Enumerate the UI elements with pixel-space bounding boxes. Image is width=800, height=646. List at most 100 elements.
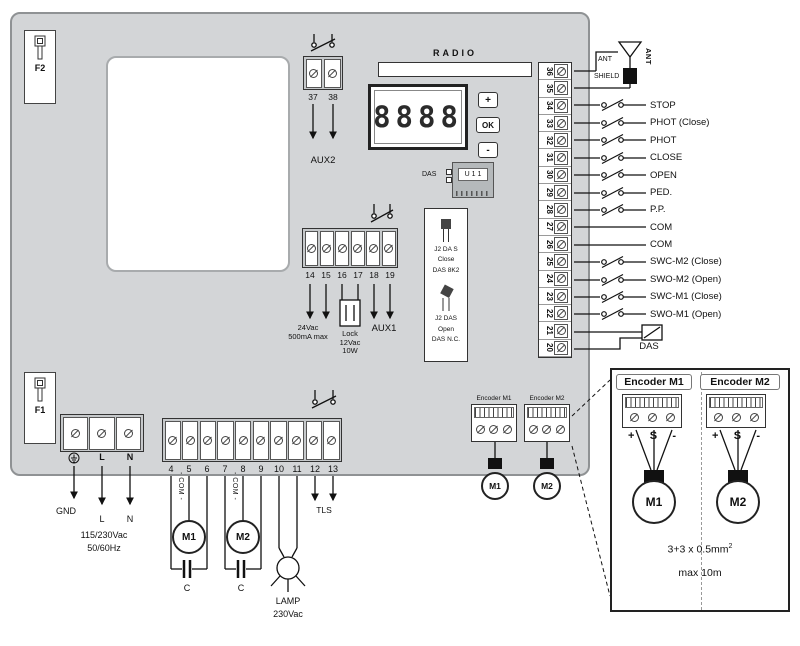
ant-label: ANT xyxy=(598,56,612,63)
motor-2-circle: M2 xyxy=(226,520,260,554)
terminal xyxy=(554,340,568,355)
connector-hatch xyxy=(474,407,514,418)
input-label: OPEN xyxy=(650,169,677,181)
encoder-m2-title: Encoder M2 xyxy=(700,374,780,390)
strip-terminal-row: 31 xyxy=(539,149,571,167)
screw-icon xyxy=(629,413,639,422)
cable-sleeve-icon xyxy=(728,470,748,483)
jumper-open-icon xyxy=(440,284,454,312)
screw-icon xyxy=(556,308,566,318)
terminal-number: 33 xyxy=(545,118,554,128)
input-label: COM xyxy=(650,239,673,250)
screw-icon xyxy=(306,243,316,253)
terminal-number: 37 xyxy=(308,92,318,102)
screw-icon xyxy=(70,428,80,438)
ok-button: OK xyxy=(476,117,500,133)
connector-screws xyxy=(527,420,567,439)
ant-vertical-label: ANT xyxy=(644,48,653,65)
screw-icon xyxy=(185,435,195,445)
cable-spec: 3+3 x 0.5mm2 xyxy=(610,543,790,556)
fuse-f1: F1 xyxy=(24,372,56,444)
screw-icon xyxy=(274,435,284,445)
terminal-number: 8 xyxy=(240,464,246,474)
encoder-m1-connector-label: Encoder M1 xyxy=(476,395,512,402)
aux2-terminal-numbers: 37 38 xyxy=(303,92,343,102)
terminal-number: 4 xyxy=(168,464,174,474)
strip-terminal-row: 28 xyxy=(539,201,571,219)
screw-icon xyxy=(337,243,347,253)
transformer-cover xyxy=(106,56,290,272)
jumper-top-text-3: DAS 8K2 xyxy=(432,266,460,274)
tls-arrows xyxy=(311,476,337,502)
neutral-label: N xyxy=(126,514,134,524)
terminal-number: 16 xyxy=(337,270,347,280)
terminal-number: 6 xyxy=(204,464,210,474)
fuse-icon xyxy=(34,377,46,402)
terminal xyxy=(199,420,216,460)
power-terminal-block xyxy=(60,414,144,452)
shield-label: SHIELD xyxy=(594,73,620,80)
terminal-number: 22 xyxy=(545,308,554,318)
24vac-line2: 500mA max xyxy=(288,331,328,341)
terminal-number: 25 xyxy=(545,256,554,266)
radio-label: RADIO xyxy=(433,48,477,58)
screw-icon xyxy=(476,425,486,434)
terminal-number: 32 xyxy=(545,135,554,145)
jumper-closed-icon xyxy=(441,219,451,242)
terminal-number: 29 xyxy=(545,187,554,197)
m2-com-label: - COM - xyxy=(231,472,238,501)
terminal-number: 19 xyxy=(385,270,395,280)
strip-terminal-row: 25 xyxy=(539,253,571,271)
input-label: PED. xyxy=(650,187,673,199)
encoder-m2-connector-label: Encoder M2 xyxy=(529,395,565,402)
jumper-top-text-1: J2 DA S xyxy=(434,246,458,253)
encoder-m1-polarity: + S - xyxy=(622,430,682,442)
screw-icon xyxy=(713,413,723,422)
mid-terminal-block xyxy=(302,228,398,268)
lock-line2: 12Vac xyxy=(339,337,361,347)
minus-button: - xyxy=(478,142,498,158)
terminal-number: 15 xyxy=(321,270,331,280)
connector-screws xyxy=(474,420,514,439)
jumper-top-text-2: Close xyxy=(437,256,455,264)
strip-terminal-row: 32 xyxy=(539,132,571,150)
connector-hatch xyxy=(625,397,679,408)
display-digits: 8888 xyxy=(373,90,462,144)
terminal xyxy=(554,64,568,79)
terminal xyxy=(554,185,568,200)
tls-label: TLS xyxy=(316,505,332,515)
encoder-m2-polarity: + S - xyxy=(706,430,766,442)
terminal-number: 11 xyxy=(292,464,302,474)
screw-icon xyxy=(124,428,134,438)
strip-terminal-row: 26 xyxy=(539,236,571,254)
encoder-m1-title: Encoder M1 xyxy=(616,374,692,390)
terminal xyxy=(335,230,350,266)
encoder-m1-plug-circle: M1 xyxy=(481,472,509,500)
radio-module-slot xyxy=(378,62,532,77)
terminal-number: 31 xyxy=(545,153,554,163)
input-label: PHOT xyxy=(650,134,677,146)
power-terminal-labels: L N xyxy=(60,452,144,466)
encoder-m1-connector xyxy=(471,404,517,442)
strip-terminal-row: 20 xyxy=(539,340,571,358)
strip-terminal-row: 27 xyxy=(539,219,571,236)
screw-icon xyxy=(556,222,566,232)
connector-hatch xyxy=(527,407,567,418)
terminal xyxy=(554,150,568,165)
terminal-number: 28 xyxy=(545,205,554,214)
terminal-number: 14 xyxy=(305,270,315,280)
terminal xyxy=(554,306,568,321)
screw-icon xyxy=(556,118,566,128)
output-terminal-block xyxy=(162,418,342,462)
screw-icon xyxy=(256,435,266,445)
terminal-number: 38 xyxy=(328,92,338,102)
jumper-bottom-text-3: DAS N.C. xyxy=(431,336,461,344)
terminal-number: 26 xyxy=(545,239,554,249)
strip-terminal-row: 36 xyxy=(539,63,571,81)
lamp-voltage-label: 230Vac xyxy=(273,609,303,619)
strip-terminal-row: 24 xyxy=(539,271,571,288)
strip-terminal-row: 21 xyxy=(539,322,571,340)
plus-button: + xyxy=(478,92,498,108)
screw-icon xyxy=(555,425,565,434)
